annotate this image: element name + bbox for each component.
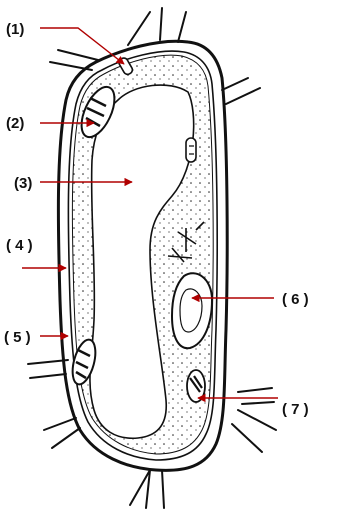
label-3: (3) [14, 175, 32, 192]
chloroplast-right [186, 138, 196, 162]
label-2: (2) [6, 115, 24, 132]
label-7: ( 7 ) [282, 401, 309, 418]
label-5: ( 5 ) [4, 329, 31, 346]
leader-line-1 [40, 28, 124, 64]
label-1: (1) [6, 21, 24, 38]
label-6: ( 6 ) [282, 291, 309, 308]
chloroplast-lower-right [187, 370, 205, 402]
label-4: ( 4 ) [6, 237, 33, 254]
